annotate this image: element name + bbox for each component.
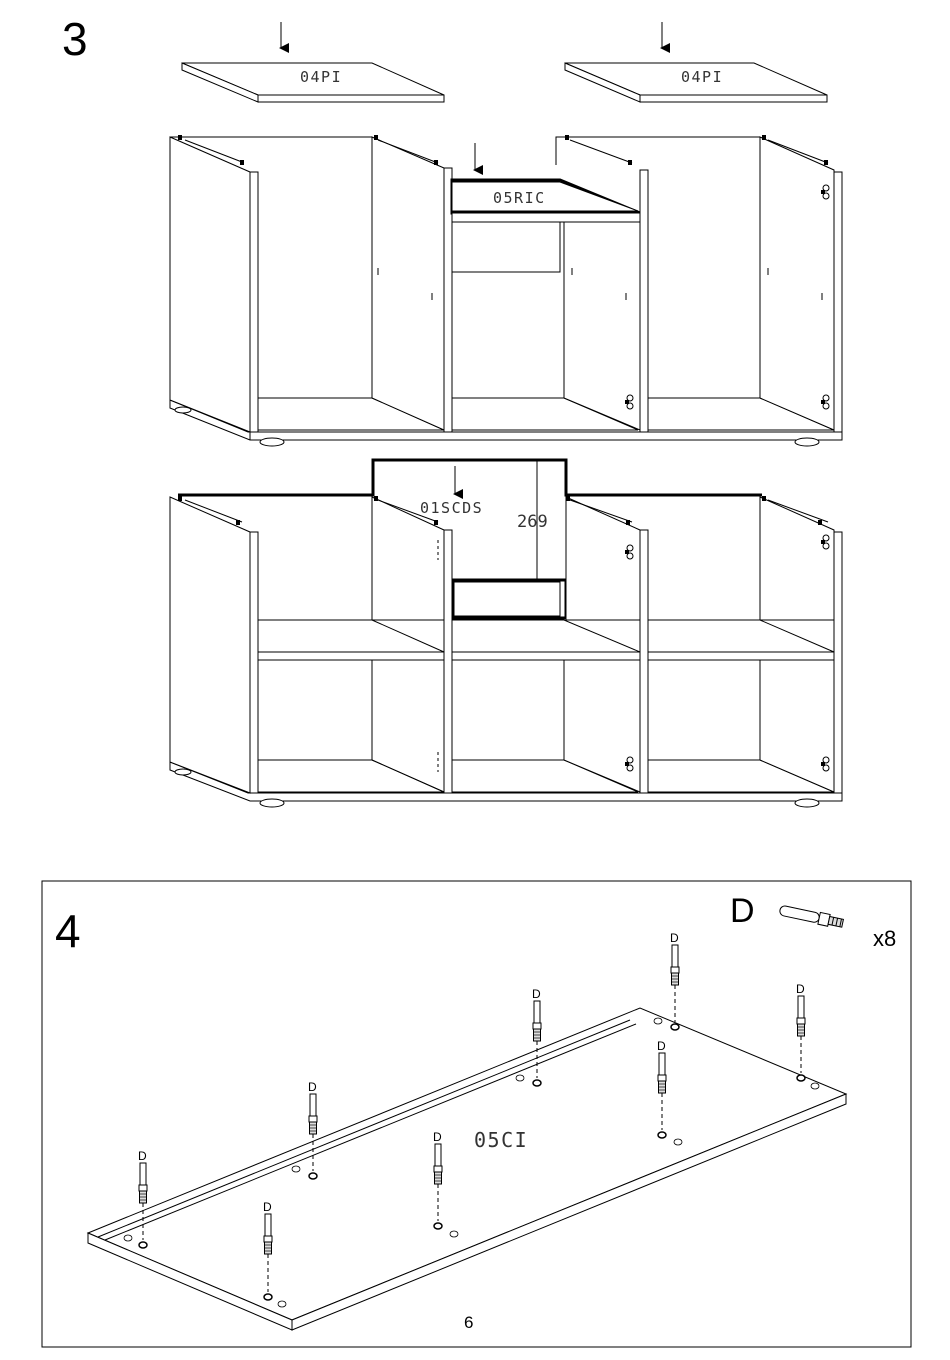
dowel-6-letter: D bbox=[657, 1039, 666, 1053]
dowel-icon bbox=[139, 1163, 147, 1203]
dowel-icon bbox=[434, 1144, 442, 1184]
dowel-icon bbox=[779, 904, 844, 929]
dowel-8: D bbox=[796, 982, 805, 1081]
dowel-2-letter: D bbox=[263, 1200, 272, 1214]
top-panel-right-label: 04PI bbox=[681, 68, 723, 86]
step-4: 4 D x8 05CI bbox=[42, 881, 911, 1347]
step-3: 3 04PI 04PI bbox=[62, 13, 842, 807]
dowel-icon bbox=[264, 1214, 272, 1254]
top-panel-left: 04PI bbox=[182, 22, 444, 102]
back-panel-label: 01SCDS bbox=[420, 499, 483, 517]
step-4-number: 4 bbox=[55, 905, 81, 957]
cabinet-lower: 01SCDS 269 bbox=[170, 460, 842, 807]
bottom-panel: 05CI bbox=[88, 1008, 846, 1330]
dowel-icon bbox=[658, 1053, 666, 1093]
dowel-8-letter: D bbox=[796, 982, 805, 996]
cabinet-upper: 05RIC bbox=[170, 135, 842, 446]
dowel-7: D bbox=[670, 931, 679, 1030]
dowel-icon bbox=[533, 1001, 541, 1041]
quantity-label: x8 bbox=[873, 926, 896, 951]
bottom-panel-label: 05CI bbox=[474, 1128, 528, 1152]
top-panel-right: 04PI bbox=[565, 22, 827, 102]
dowel-legend: D x8 bbox=[730, 892, 896, 951]
page-number: 6 bbox=[464, 1313, 473, 1332]
step-3-number: 3 bbox=[62, 13, 88, 65]
dowel-1-letter: D bbox=[138, 1149, 147, 1163]
top-panel-left-label: 04PI bbox=[300, 68, 342, 86]
dowel-icon bbox=[797, 996, 805, 1036]
dimension-label: 269 bbox=[517, 512, 548, 532]
dowel-4-letter: D bbox=[433, 1130, 442, 1144]
dowel-icon bbox=[309, 1094, 317, 1134]
legend-letter: D bbox=[730, 892, 755, 930]
dowel-3-letter: D bbox=[308, 1080, 317, 1094]
dowel-7-letter: D bbox=[670, 931, 679, 945]
middle-shelf-label: 05RIC bbox=[493, 189, 546, 207]
dowel-5-letter: D bbox=[532, 987, 541, 1001]
dowel-icon bbox=[671, 945, 679, 985]
